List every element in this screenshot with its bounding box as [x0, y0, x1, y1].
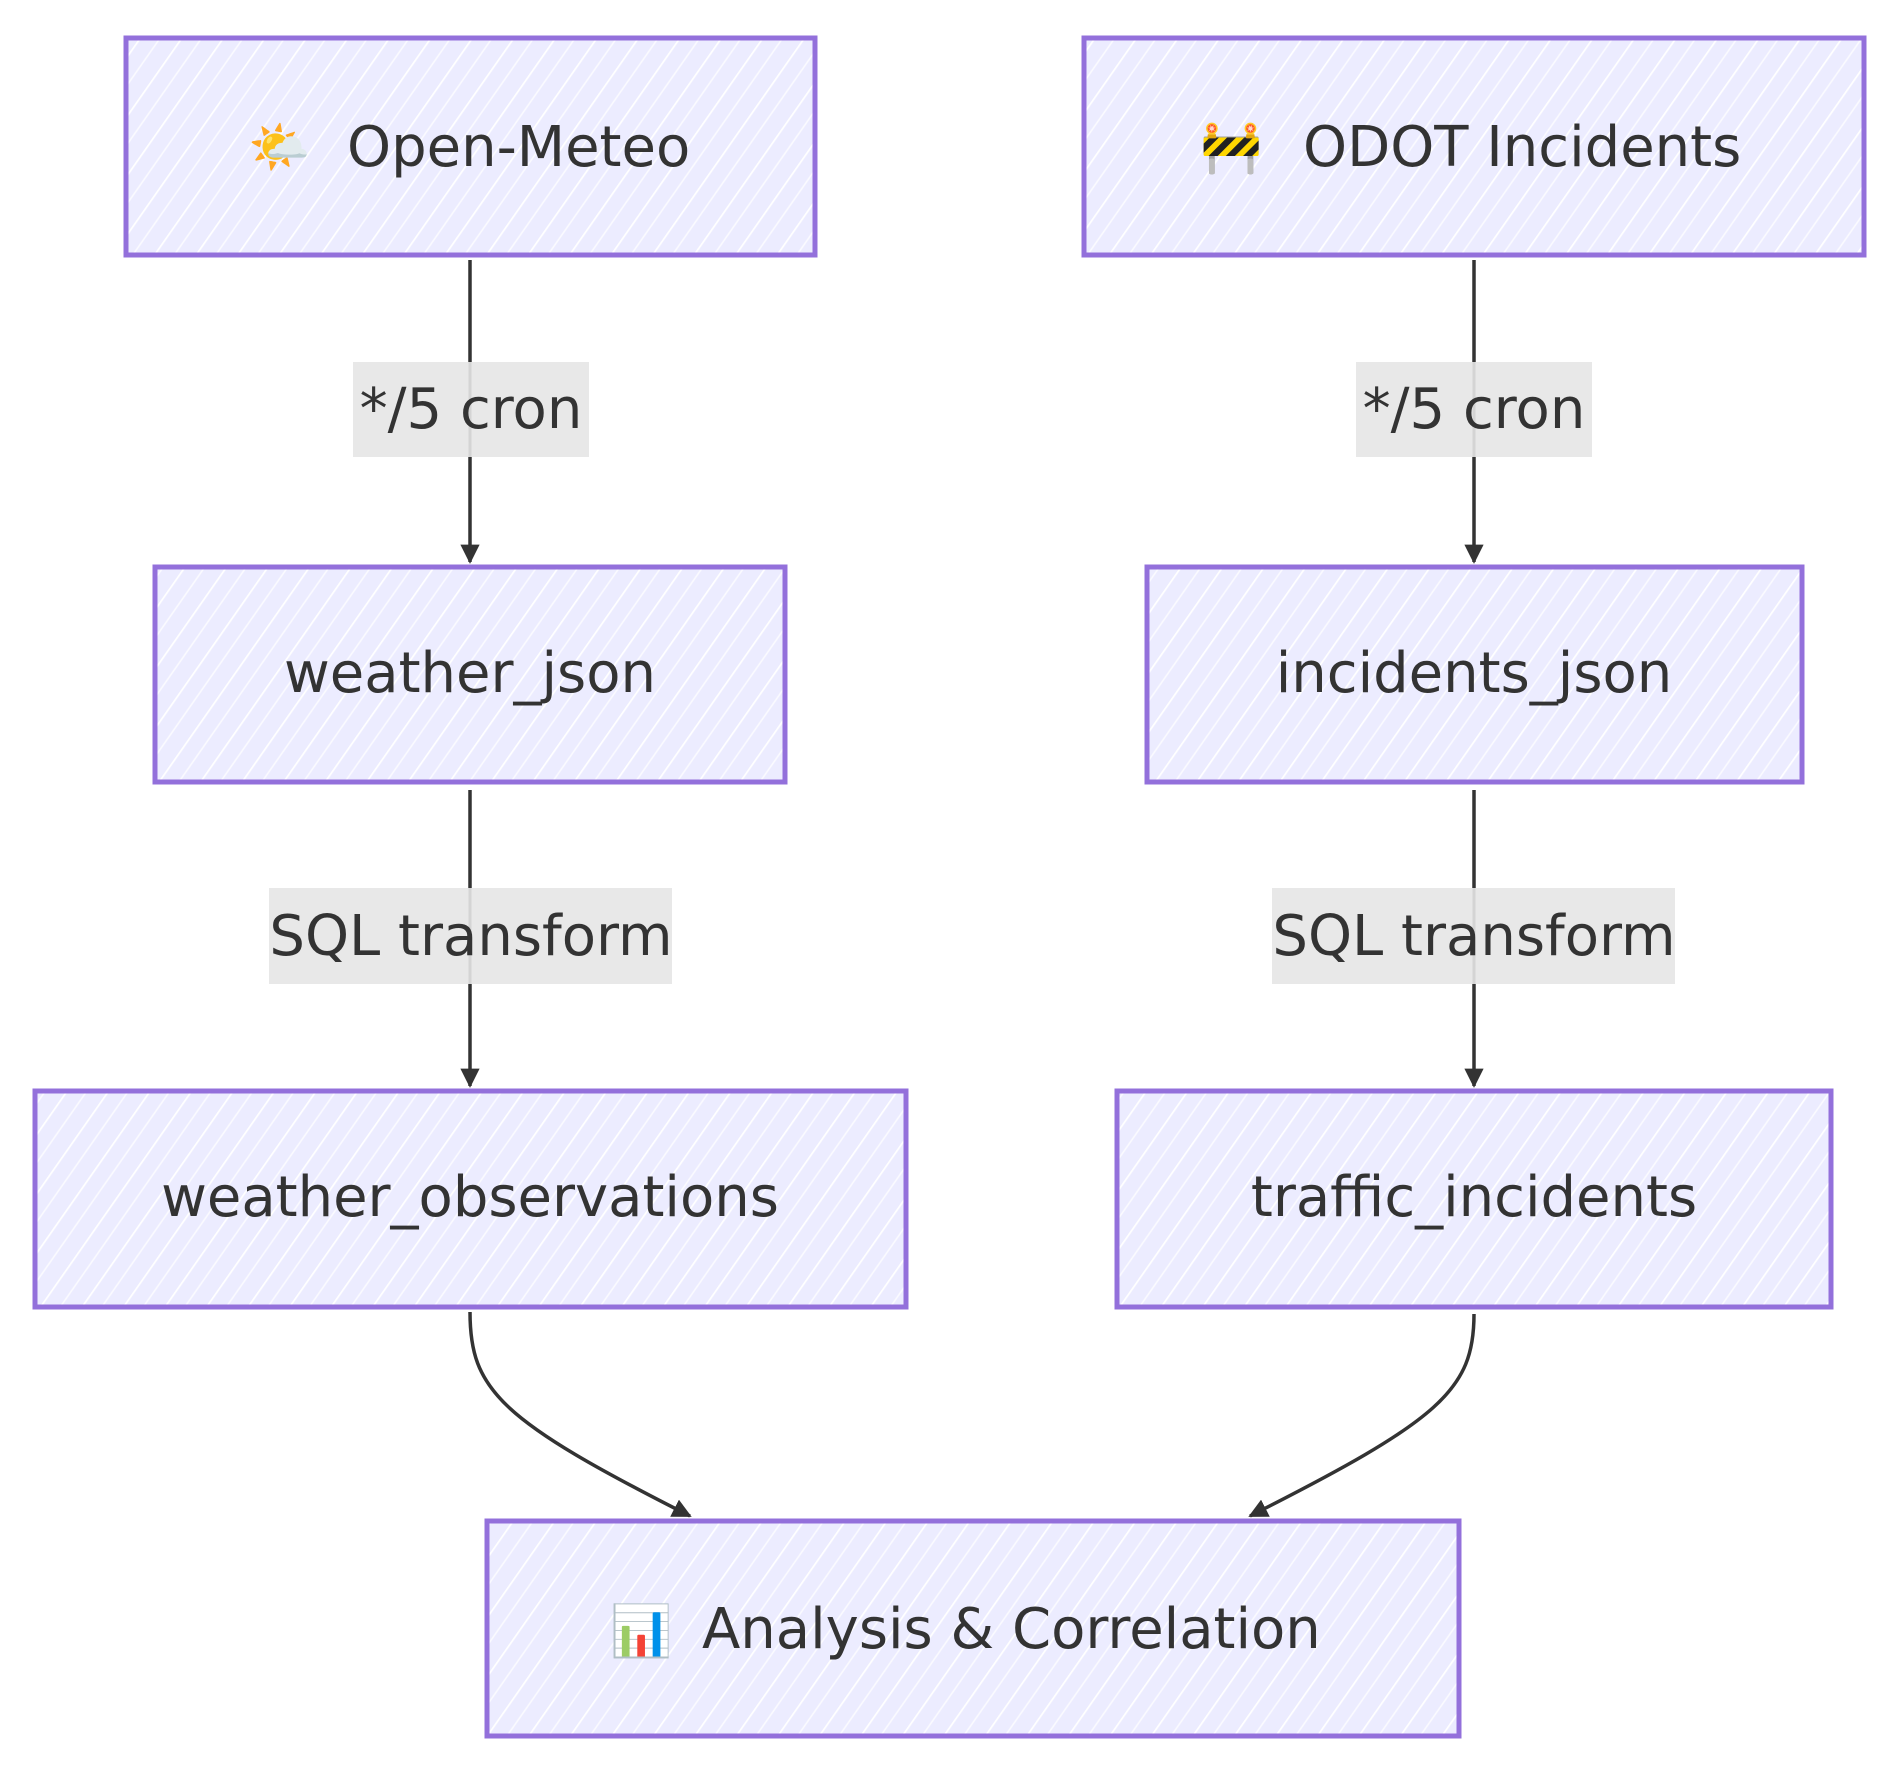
edge-label-background — [1356, 362, 1592, 457]
node-box — [152, 564, 788, 785]
node-box — [32, 1088, 909, 1310]
node-box — [1114, 1088, 1834, 1310]
edge-label-cron-left: */5 cron — [353, 362, 589, 457]
bar-chart-icon: 📊 — [610, 1602, 672, 1660]
edge-traffic-incidents-to-analysis — [1248, 1313, 1476, 1518]
node-label: traffic_incidents — [1251, 1165, 1697, 1230]
edge-label-background — [1272, 888, 1675, 984]
edge-label-sql-right: SQL transform — [1272, 888, 1676, 984]
node-label: Open-Meteo — [347, 115, 690, 180]
node-analysis-correlation[interactable]: 📊 Analysis & Correlation — [484, 1518, 1462, 1739]
node-label: weather_observations — [161, 1165, 779, 1230]
edge-weather-observations-to-analysis — [468, 1311, 692, 1518]
node-odot-incidents[interactable]: 🚧 ODOT Incidents — [1081, 35, 1867, 258]
node-box — [484, 1518, 1462, 1739]
construction-barrier-icon: 🚧 — [1200, 118, 1262, 176]
edge-label-cron-right: */5 cron — [1356, 362, 1592, 457]
node-incidents-json[interactable]: incidents_json — [1144, 564, 1805, 785]
node-box — [123, 35, 818, 258]
node-label: incidents_json — [1276, 641, 1673, 706]
edge-label-text: */5 cron — [1363, 377, 1586, 442]
edge-label-sql-left: SQL transform — [269, 888, 673, 984]
node-weather-observations[interactable]: weather_observations — [32, 1088, 909, 1310]
sun-behind-cloud-icon: 🌤️ — [248, 118, 310, 176]
node-open-meteo[interactable]: 🌤️ Open-Meteo — [123, 35, 818, 258]
edge-label-background — [353, 362, 589, 457]
node-traffic-incidents[interactable]: traffic_incidents — [1114, 1088, 1834, 1310]
node-box — [1144, 564, 1805, 785]
edge-label-text: */5 cron — [360, 377, 583, 442]
node-label: ODOT Incidents — [1303, 115, 1741, 180]
node-label: Analysis & Correlation — [702, 1597, 1321, 1662]
node-box — [1081, 35, 1867, 258]
edge-label-text: SQL transform — [269, 904, 672, 969]
node-weather-json[interactable]: weather_json — [152, 564, 788, 785]
edge-label-text: SQL transform — [1272, 904, 1675, 969]
node-label: weather_json — [284, 641, 656, 706]
edge-label-background — [269, 888, 672, 984]
